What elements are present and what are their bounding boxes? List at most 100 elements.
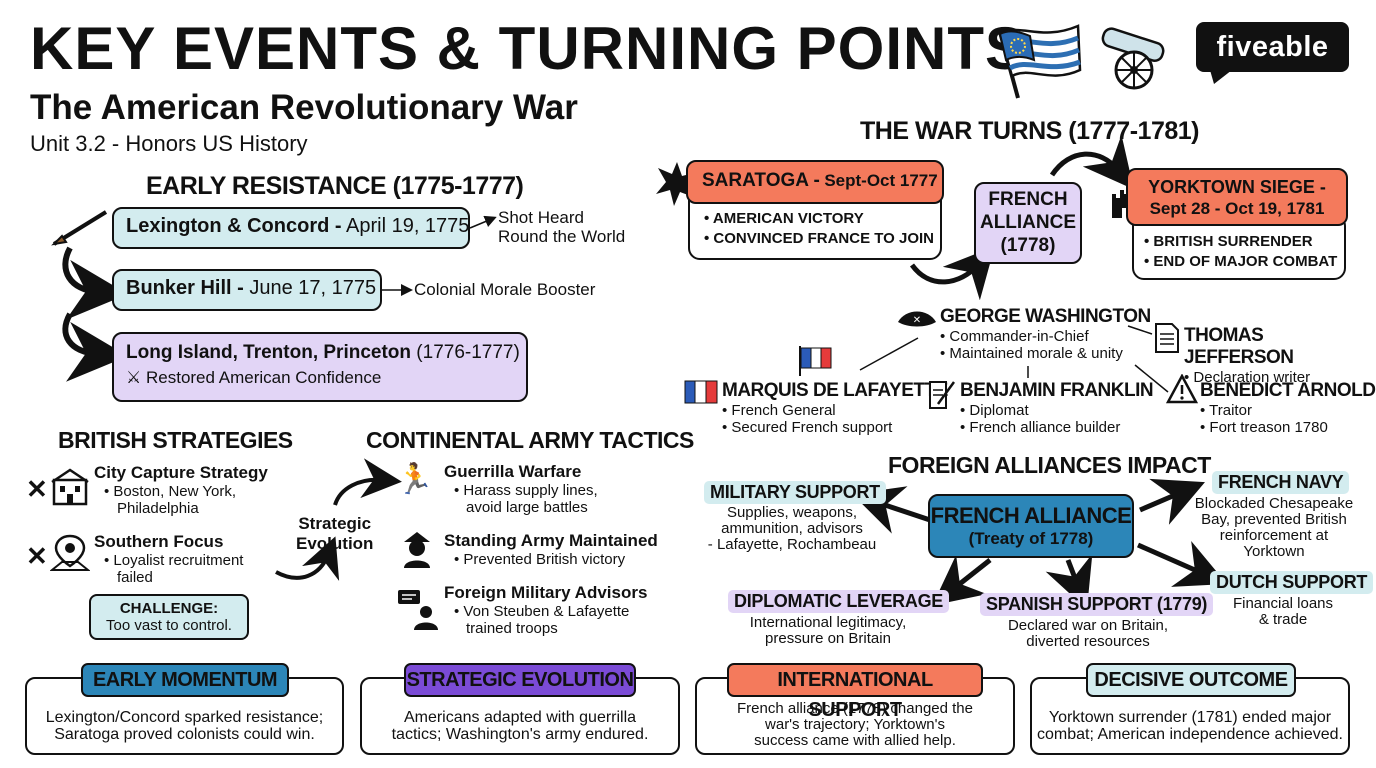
desc-line: pressure on Britain [765,630,891,647]
person-name: GEORGE WASHINGTON [940,306,1151,327]
note-line: Round the World [498,227,626,246]
summary-international-support: French alliance (1778) changed the war's… [695,677,1015,755]
event-long-island: Long Island, Trenton, Princeton (1776-17… [112,332,528,402]
military-support-label: MILITARY SUPPORT [704,481,886,504]
summary-tag: STRATEGIC EVOLUTION [404,663,636,697]
french-alliance-box: FRENCH ALLIANCE (1778) [974,182,1082,264]
person-bullet: Declaration writer [1184,369,1376,386]
person-name: BENJAMIN FRANKLIN [960,380,1154,401]
tactic-title: Guerrilla Warfare [444,462,582,481]
tactic-bullet: Von Steuben & Lafayette [454,603,647,620]
event-date: June 17, 1775 [249,277,377,299]
tactic-item: Foreign Military Advisors Von Steuben & … [444,583,647,637]
summary-tag: DECISIVE OUTCOME [1086,663,1296,697]
quill-document-icon [928,378,956,415]
event-note: Restored American Confidence [145,368,382,387]
british-item: City Capture Strategy Boston, New York, … [94,463,268,517]
box-line: ALLIANCE [979,212,1077,233]
british-item-bullet-cont: Philadelphia [117,500,199,517]
war-turns-title: THE WAR TURNS (1777-1781) [860,117,1199,145]
strategic-evolution-label: Strategic Evolution [296,514,373,554]
diplomatic-leverage-desc: International legitimacy, pressure on Br… [730,615,926,647]
saratoga-date: Sept-Oct 1777 [824,171,938,190]
person-bullet: Diplomat [960,402,1153,419]
unit-label: Unit 3.2 - Honors US History [30,131,308,156]
crossed-swords-icon: ⚔ [126,368,142,387]
french-navy-desc: Blockaded Chesapeake Bay, prevented Brit… [1186,496,1362,560]
yorktown-date: Sept 28 - Oct 19, 1781 [1149,199,1325,218]
french-flag-small-icon [684,380,718,409]
summary-line: combat; American independence achieved. [1037,726,1343,743]
yorktown-bullet: • BRITISH SURRENDER [1144,233,1313,250]
map-pin-icon [49,532,91,579]
label-line: Evolution [296,534,374,553]
summary-tag: INTERNATIONAL SUPPORT [727,663,983,721]
tactic-title: Standing Army Maintained [444,531,658,550]
tactic-item: Standing Army Maintained Prevented Briti… [444,531,658,568]
diplomatic-leverage-label: DIPLOMATIC LEVERAGE [728,590,949,613]
event-bunker-hill: Bunker Hill - June 17, 1775 [112,269,382,311]
summary-line: Americans adapted with guerrilla [403,709,637,726]
svg-text:✕: ✕ [913,315,921,326]
american-flag-icon [990,14,1086,105]
desc-line: & trade [1258,611,1308,628]
person-bullet: Fort treason 1780 [1200,419,1375,436]
person-bullet: Commander-in-Chief [940,328,1151,345]
tactic-bullet: Harass supply lines, [454,482,597,499]
early-resistance-title: EARLY RESISTANCE (1775-1777) [146,172,524,200]
person-bullet: French alliance builder [960,419,1153,436]
event-note: Shot Heard Round the World [498,208,625,246]
person-name: MARQUIS DE LAFAYETTE [722,380,948,401]
british-item-bullet-cont: failed [117,569,153,586]
challenge-text: Too vast to control. [106,617,232,634]
challenge-title: CHALLENGE: [119,600,219,617]
person-franklin: BENJAMIN FRANKLIN DiplomatFrench allianc… [960,380,1154,436]
fiveable-logo: fiveable [1196,22,1349,84]
person-arnold: BENEDICT ARNOLD TraitorFort treason 1780 [1200,380,1376,436]
british-strategies-title: BRITISH STRATEGIES [58,427,293,453]
city-building-icon [50,466,90,511]
event-date: April 19, 1775 [346,215,470,237]
event-name: Lexington & Concord - [126,215,342,237]
yorktown-bullet: • END OF MAJOR COMBAT [1144,253,1338,270]
x-mark-icon: ✕ [26,474,48,504]
british-item-title: Southern Focus [94,532,224,551]
saratoga-bullets: • AMERICAN VICTORY • CONVINCED FRANCE TO… [704,209,934,249]
saratoga-bullet: • CONVINCED FRANCE TO JOIN [704,230,934,247]
french-flag-icon [798,344,836,381]
foreign-alliances-title: FOREIGN ALLIANCES IMPACT [888,452,1211,478]
summary-line: tactics; Washington's army endured. [391,726,649,743]
tricorn-hat-icon: ✕ [896,306,938,335]
desc-line: Supplies, weapons, [726,504,858,521]
person-lafayette: MARQUIS DE LAFAYETTE French GeneralSecur… [722,380,948,436]
british-item-title: City Capture Strategy [94,463,268,482]
tactic-item: Guerrilla Warfare Harass supply lines, a… [444,462,598,516]
event-lexington: Lexington & Concord - April 19, 1775 [112,207,470,249]
center-title: FRENCH ALLIANCE [930,503,1132,528]
continental-tactics-title: CONTINENTAL ARMY TACTICS [366,427,694,453]
cannon-icon [1094,26,1174,97]
logo-text: fiveable [1216,31,1329,63]
desc-line: International legitimacy, [749,614,907,631]
page-subtitle: The American Revolutionary War [30,88,578,127]
event-name: Bunker Hill - [126,277,244,299]
desc-line: ammunition, advisors [721,520,863,537]
center-subtitle: (Treaty of 1778) [968,529,1094,548]
saratoga-header: SARATOGA - Sept-Oct 1777 [686,160,944,204]
person-bullet: Secured French support [722,419,948,436]
box-line: (1778) [1000,235,1056,256]
desc-line: Declared war on Britain, [1007,617,1169,634]
tactic-bullet-cont: avoid large battles [466,499,588,516]
tactic-title: Foreign Military Advisors [444,583,648,602]
summary-line: Yorktown surrender (1781) ended major [1048,709,1332,726]
event-date: (1776-1777) [416,342,520,363]
summary-line: Saratoga proved colonists could win. [54,726,315,743]
yorktown-bullets: • BRITISH SURRENDER • END OF MAJOR COMBA… [1144,232,1337,272]
note-line: Shot Heard [498,208,584,227]
x-mark-icon: ✕ [26,541,48,571]
summary-strategic-evolution: Americans adapted with guerrilla tactics… [360,677,680,755]
tactic-bullet-cont: trained troops [466,620,558,637]
desc-line: reinforcement at [1219,527,1329,544]
summary-tag: EARLY MOMENTUM [81,663,289,697]
